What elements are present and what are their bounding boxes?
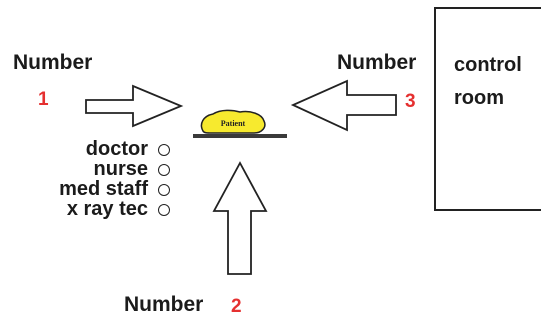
arrow-up-icon: [212, 161, 268, 275]
position-2-number: 2: [231, 296, 242, 317]
staff-circle-med-staff: [158, 184, 170, 196]
position-2-label: Number: [124, 293, 204, 316]
staff-circle-xray-tec: [158, 204, 170, 216]
control-room-label-line2: room: [454, 87, 504, 109]
staff-list: doctor nurse med staff x ray tec: [32, 139, 172, 219]
arrow-right-icon: [85, 84, 184, 128]
staff-item: x ray tec: [32, 199, 172, 219]
control-room-box: [434, 7, 541, 211]
staff-label-doctor: doctor: [85, 138, 148, 160]
staff-label-nurse: nurse: [93, 158, 148, 180]
staff-item: doctor: [32, 139, 172, 159]
staff-item: nurse: [32, 159, 172, 179]
staff-label-med-staff: med staff: [59, 178, 148, 200]
staff-circle-doctor: [158, 144, 170, 156]
control-room-label-line1: control: [454, 54, 522, 76]
position-1-number: 1: [38, 89, 49, 110]
staff-label-xray-tec: x ray tec: [66, 198, 148, 220]
patient-table: [193, 134, 287, 138]
patient-icon: [200, 109, 266, 134]
position-1-label: Number: [13, 51, 93, 74]
arrow-left-icon: [290, 79, 397, 132]
position-3-number: 3: [405, 91, 416, 112]
patient-label: Patient: [221, 119, 246, 128]
staff-circle-nurse: [158, 164, 170, 176]
position-3-label: Number: [337, 51, 417, 74]
staff-item: med staff: [32, 179, 172, 199]
